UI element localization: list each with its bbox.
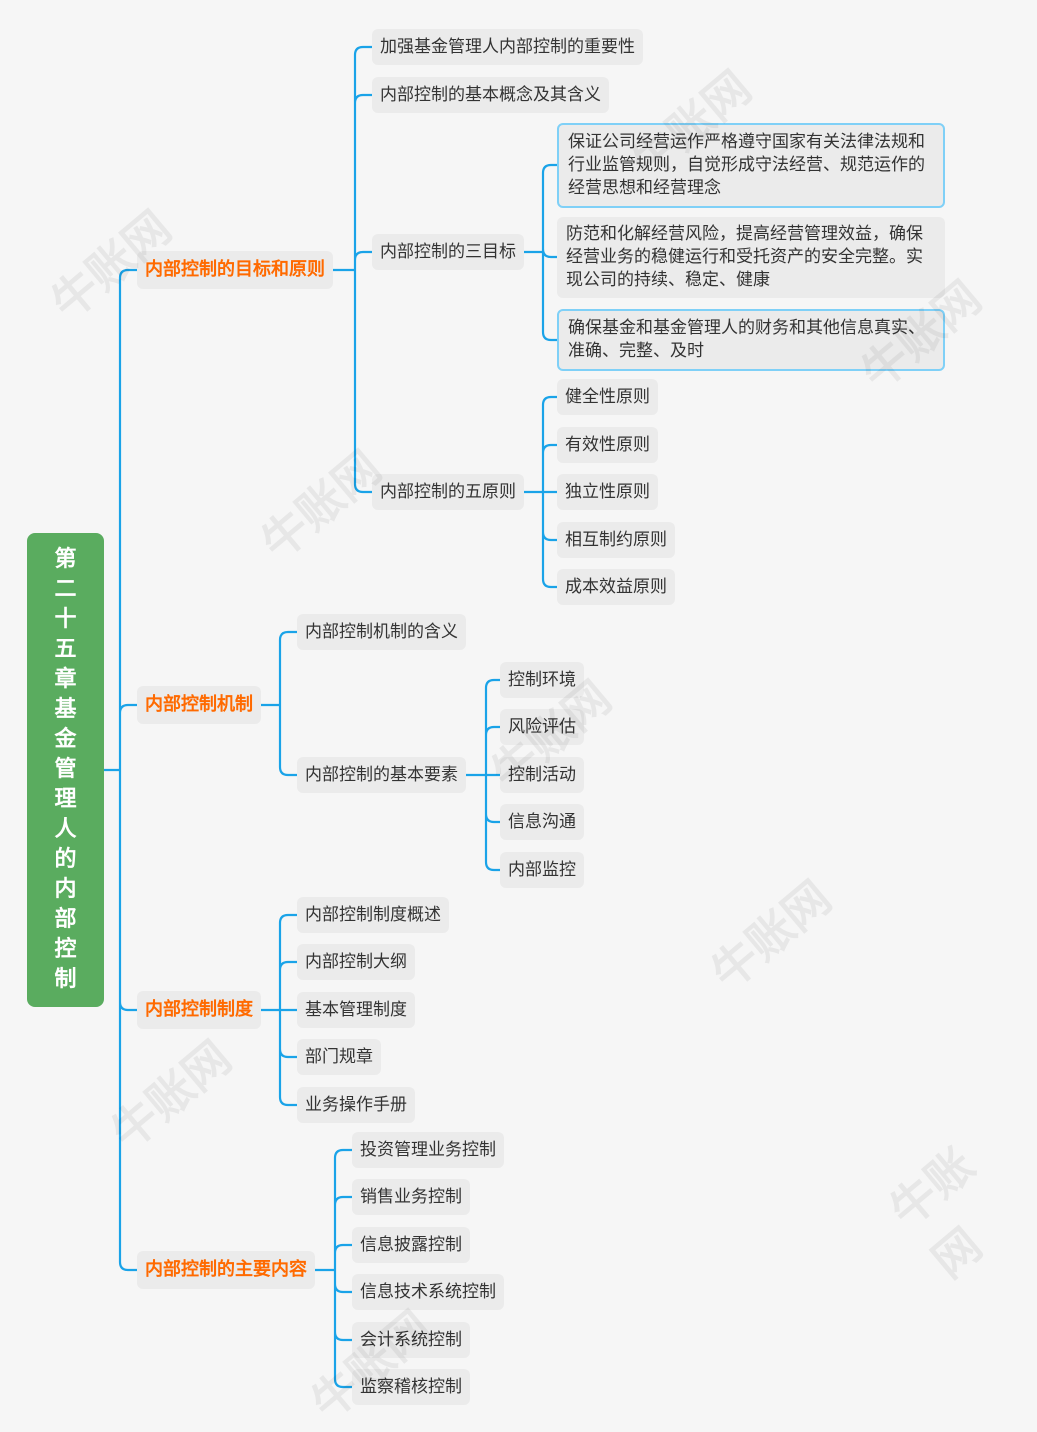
topic-node[interactable]: 内部控制机制的含义 xyxy=(297,614,466,650)
subtopic-node[interactable]: 成本效益原则 xyxy=(557,569,675,605)
root-title-char: 内 xyxy=(54,877,77,902)
subtopic-node[interactable]: 风险评估 xyxy=(500,709,584,745)
subtopic-node[interactable]: 独立性原则 xyxy=(557,474,658,510)
branch-connector xyxy=(261,913,297,1107)
topic-node[interactable]: 内部控制的三目标 xyxy=(372,234,524,270)
root-title-char: 金 xyxy=(54,727,77,752)
topic-node[interactable]: 内部控制大纲 xyxy=(297,944,415,980)
branch-node[interactable]: 内部控制机制 xyxy=(137,686,261,724)
subtopic-node[interactable]: 健全性原则 xyxy=(557,379,658,415)
subtopic-node[interactable]: 控制环境 xyxy=(500,662,584,698)
root-node[interactable]: 第二十五章基金管理人的内部控制 xyxy=(27,533,104,1007)
topic-node[interactable]: 投资管理业务控制 xyxy=(352,1132,504,1168)
topic-node[interactable]: 内部控制的基本要素 xyxy=(297,757,466,793)
topic-node[interactable]: 内部控制制度概述 xyxy=(297,897,449,933)
subtopic-node[interactable]: 防范和化解经营风险，提高经营管理效益，确保经营业务的稳健运行和受托资产的安全完整… xyxy=(557,216,945,298)
root-title-char: 五 xyxy=(54,637,77,662)
branch-connector xyxy=(261,630,297,777)
subtopic-node[interactable]: 内部监控 xyxy=(500,852,584,888)
topic-node[interactable]: 加强基金管理人内部控制的重要性 xyxy=(372,29,643,65)
branch-connector xyxy=(333,45,372,494)
topic-node[interactable]: 内部控制的五原则 xyxy=(372,474,524,510)
subtopic-node[interactable]: 有效性原则 xyxy=(557,427,658,463)
topic-node[interactable]: 信息技术系统控制 xyxy=(352,1274,504,1310)
root-title-char: 部 xyxy=(54,907,77,932)
subtopic-node[interactable]: 相互制约原则 xyxy=(557,522,675,558)
root-title-char: 人 xyxy=(54,817,77,842)
topic-node[interactable]: 会计系统控制 xyxy=(352,1322,470,1358)
branch-node[interactable]: 内部控制制度 xyxy=(137,991,261,1029)
root-title-char: 管 xyxy=(54,757,77,782)
subtopic-connector xyxy=(524,395,557,589)
topic-node[interactable]: 基本管理制度 xyxy=(297,992,415,1028)
topic-node[interactable]: 部门规章 xyxy=(297,1039,381,1075)
subtopic-connector xyxy=(524,163,557,342)
root-title-char: 二 xyxy=(54,577,77,602)
topic-node[interactable]: 信息披露控制 xyxy=(352,1227,470,1263)
topic-node[interactable]: 业务操作手册 xyxy=(297,1087,415,1123)
subtopic-node[interactable]: 信息沟通 xyxy=(500,804,584,840)
subtopic-node[interactable]: 保证公司经营运作严格遵守国家有关法律法规和行业监管规则，自觉形成守法经营、规范运… xyxy=(557,122,945,208)
root-title-char: 理 xyxy=(54,787,77,812)
root-title-char: 章 xyxy=(54,667,77,692)
root-title-char: 的 xyxy=(54,847,77,872)
branch-connector xyxy=(315,1148,352,1389)
topic-node[interactable]: 内部控制的基本概念及其含义 xyxy=(372,77,609,113)
topic-node[interactable]: 销售业务控制 xyxy=(352,1179,470,1215)
subtopic-node[interactable]: 控制活动 xyxy=(500,757,584,793)
topic-node[interactable]: 监察稽核控制 xyxy=(352,1369,470,1405)
root-connector xyxy=(104,268,137,1272)
root-title-char: 十 xyxy=(54,607,77,632)
root-title-char: 基 xyxy=(54,697,77,722)
root-title-char: 制 xyxy=(54,967,77,992)
subtopic-node[interactable]: 确保基金和基金管理人的财务和其他信息真实、准确、完整、及时 xyxy=(557,309,945,371)
root-title-char: 控 xyxy=(54,937,77,962)
root-title-char: 第 xyxy=(54,547,77,572)
subtopic-connector xyxy=(466,678,500,872)
branch-node[interactable]: 内部控制的主要内容 xyxy=(137,1251,315,1289)
branch-node[interactable]: 内部控制的目标和原则 xyxy=(137,251,333,289)
